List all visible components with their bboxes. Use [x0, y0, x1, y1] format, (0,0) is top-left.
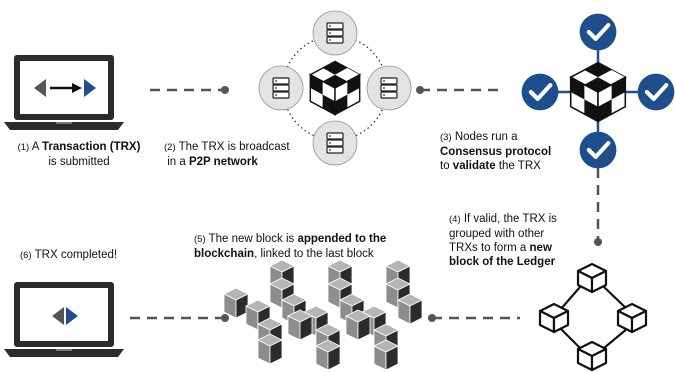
laptop-complete-icon: [4, 282, 124, 357]
step-3-line3-post: the TRX: [495, 160, 541, 172]
connector-3-4: [594, 168, 602, 246]
step-5-post: , linked to the last block: [254, 248, 374, 260]
connector-5-6: [130, 314, 229, 322]
step-3-caption: (3) Nodes run a Consensus protocol to va…: [440, 130, 600, 173]
step-3-number: (3): [440, 132, 452, 143]
step-4-text: If valid, the TRX is: [463, 213, 557, 225]
connector-1-2: [150, 86, 229, 94]
step-5-bold1: appended to the: [297, 233, 387, 245]
step-4-line2: grouped with other: [449, 228, 545, 240]
step-5-caption: (5) The new block is appended to the blo…: [194, 232, 434, 261]
step-1-caption: (1) A Transaction (TRX) is submitted: [4, 140, 154, 169]
step-4-line3: TRXs to form a: [449, 242, 530, 254]
step-5-text: The new block is: [208, 233, 298, 245]
step-4-caption: (4) If valid, the TRX is grouped with ot…: [449, 212, 609, 269]
step-1-bold: Transaction (TRX): [42, 141, 141, 153]
server-node-icon: [312, 10, 358, 56]
connector-2-3: [416, 86, 500, 94]
step-3-line3: to: [440, 160, 453, 172]
step-1-text: A: [31, 141, 42, 153]
server-node-icon: [312, 120, 358, 166]
checkmark-icon: [522, 74, 559, 111]
step-2-number: (2): [164, 142, 176, 153]
p2p-network: [258, 10, 412, 166]
step-5-bold2: blockchain: [194, 248, 255, 260]
ledger-block-icon: [538, 262, 648, 372]
checkmark-icon: [638, 74, 675, 111]
step-2-bold: P2P network: [188, 156, 258, 168]
consensus-network: [522, 14, 675, 169]
step-5-number: (5): [194, 234, 206, 245]
laptop-transaction-icon: [4, 55, 124, 130]
step-4-number: (4): [449, 214, 461, 225]
server-node-icon: [366, 65, 412, 111]
blockchain-chain-icon: [223, 259, 423, 371]
step-4-bold2: block of the Ledger: [449, 256, 556, 268]
step-6-caption: (6) TRX completed!: [20, 248, 170, 263]
step-2-line2: in a: [167, 156, 189, 168]
step-4-bold1: new: [529, 242, 552, 254]
step-6-text: TRX completed!: [34, 249, 118, 261]
connector-4-5: [428, 314, 520, 322]
step-2-caption: (2) The TRX is broadcast in a P2P networ…: [164, 140, 324, 169]
step-1-line2: is submitted: [48, 156, 110, 168]
step-2-text: The TRX is broadcast: [178, 141, 290, 153]
checkmark-icon: [580, 14, 617, 51]
blockchain-cube-icon: [309, 60, 361, 116]
step-6-number: (6): [20, 250, 32, 261]
server-node-icon: [258, 65, 304, 111]
step-1-number: (1): [17, 142, 30, 153]
step-3-bold1: Consensus protocol: [440, 146, 552, 158]
blockchain-cube-icon: [569, 61, 627, 123]
step-3-bold2: validate: [452, 160, 496, 172]
step-3-text: Nodes run a: [454, 131, 518, 143]
